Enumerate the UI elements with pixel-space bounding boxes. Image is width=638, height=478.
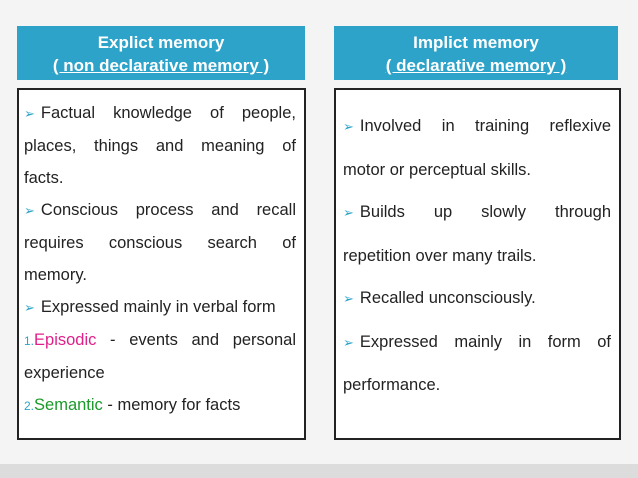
list-item: ➢Factual knowledge of people, xyxy=(24,104,296,122)
item-number: 1. xyxy=(24,334,35,348)
slide-footer-strip xyxy=(0,464,638,478)
implicit-memory-header: Implict memory ( declarative memory ) xyxy=(334,26,618,80)
arrow-bullet-icon: ➢ xyxy=(24,300,35,315)
numbered-item-semantic: 2.Semantic - memory for facts xyxy=(24,396,241,414)
explicit-memory-subtitle: ( non declarative memory ) xyxy=(52,56,270,75)
list-item: ➢Recalled unconsciously. xyxy=(343,289,536,307)
list-item: ➢Conscious process and recall xyxy=(24,201,296,219)
list-item-continuation: experience xyxy=(24,364,105,382)
numbered-item-episodic: 1.Episodic - events and personal xyxy=(24,331,296,349)
explicit-memory-title: Explict memory xyxy=(97,33,225,52)
episodic-term: Episodic xyxy=(34,331,97,349)
implicit-memory-subtitle: ( declarative memory ) xyxy=(385,56,567,75)
list-item: ➢Expressed mainly in form of xyxy=(343,332,611,351)
explicit-memory-header: Explict memory ( non declarative memory … xyxy=(17,26,305,80)
list-item: ➢Expressed mainly in verbal form xyxy=(24,298,276,316)
semantic-term: Semantic xyxy=(34,396,103,414)
implicit-memory-text: ➢Involved in training reflexive motor or… xyxy=(343,105,611,407)
arrow-bullet-icon: ➢ xyxy=(24,106,35,121)
list-item: ➢Builds up slowly through xyxy=(343,203,611,221)
arrow-bullet-icon: ➢ xyxy=(343,291,354,306)
list-item-continuation: performance. xyxy=(343,376,441,394)
list-item: ➢Involved in training reflexive xyxy=(343,117,611,135)
explicit-memory-panel: ➢Factual knowledge of people, places, th… xyxy=(17,88,306,440)
implicit-memory-panel: ➢Involved in training reflexive motor or… xyxy=(334,88,621,440)
list-item-continuation: facts. xyxy=(24,169,64,187)
arrow-bullet-icon: ➢ xyxy=(343,334,354,350)
list-item-continuation: repetition over many trails. xyxy=(343,246,537,265)
list-item-continuation: motor or perceptual skills. xyxy=(343,160,531,179)
list-item-continuation: places, things and meaning of xyxy=(24,137,296,155)
list-item-continuation: memory. xyxy=(24,266,87,284)
explicit-memory-text: ➢Factual knowledge of people, places, th… xyxy=(24,97,296,422)
implicit-memory-title: Implict memory xyxy=(413,33,539,52)
arrow-bullet-icon: ➢ xyxy=(343,119,354,134)
arrow-bullet-icon: ➢ xyxy=(24,203,35,218)
item-number: 2. xyxy=(24,399,35,413)
list-item-continuation: requires conscious search of xyxy=(24,234,296,252)
arrow-bullet-icon: ➢ xyxy=(343,205,354,220)
